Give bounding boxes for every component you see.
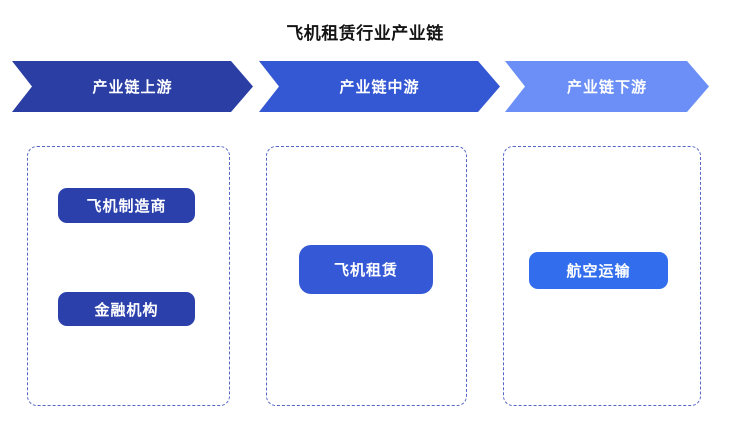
downstream-items-box bbox=[503, 146, 701, 406]
node-air-transport: 航空运输 bbox=[529, 252, 668, 289]
stage-arrow-upstream-label: 产业链上游 bbox=[92, 79, 173, 96]
stage-arrow-midstream: 产业链中游 bbox=[259, 61, 500, 112]
node-aircraft-leasing: 飞机租赁 bbox=[299, 245, 433, 294]
stage-arrow-midstream-label: 产业链中游 bbox=[339, 79, 420, 96]
upstream-items-box bbox=[27, 146, 230, 406]
node-aircraft-manufacturer: 飞机制造商 bbox=[58, 188, 195, 223]
stage-arrow-downstream-label: 产业链下游 bbox=[566, 79, 647, 96]
midstream-items-box bbox=[266, 146, 467, 406]
stage-arrow-upstream: 产业链上游 bbox=[12, 61, 253, 112]
node-financial-institution: 金融机构 bbox=[58, 292, 195, 326]
stage-arrow-downstream: 产业链下游 bbox=[505, 61, 709, 112]
diagram-title: 飞机租赁行业产业链 bbox=[286, 24, 444, 43]
